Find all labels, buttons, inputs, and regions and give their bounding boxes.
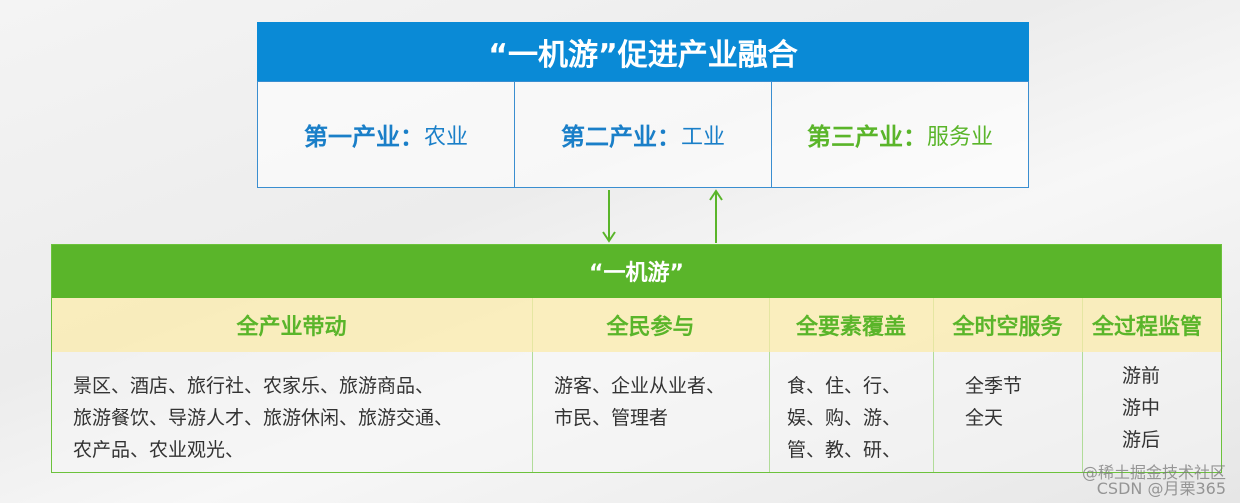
body-line: 市民、管理者 <box>554 407 669 429</box>
body-line: 景区、酒店、旅行社、农家乐、旅游商品、 <box>73 375 435 397</box>
body-line: 全季节 <box>965 375 1023 397</box>
body-line: 游前 <box>1122 365 1161 387</box>
column-header: 全要素覆盖 <box>769 298 934 352</box>
industry-value: 服务业 <box>926 124 993 150</box>
column-body: 全季节 全天 <box>933 352 1083 473</box>
industry-secondary: 第二产业：工业 <box>514 81 772 188</box>
industry-label: 第三产业： <box>806 123 927 151</box>
column-header: 全时空服务 <box>933 298 1083 352</box>
industry-value: 工业 <box>680 124 725 150</box>
body-line: 旅游餐饮、导游人才、旅游休闲、旅游交通、 <box>73 407 454 429</box>
diagram-title: “一机游”促进产业融合 <box>257 22 1029 81</box>
column-header: 全过程监管 <box>1082 298 1222 352</box>
watermark-line: @稀土掘金技术社区 <box>1081 463 1226 482</box>
industry-label: 第二产业： <box>560 123 681 151</box>
industry-tertiary: 第三产业：服务业 <box>771 81 1029 188</box>
body-line: 食、住、行、 <box>787 375 902 397</box>
column-header: 全民参与 <box>532 298 770 352</box>
column-body: 游前 游中 游后 <box>1082 352 1222 473</box>
body-line: 游中 <box>1122 397 1161 419</box>
industry-label: 第一产业： <box>303 123 424 151</box>
column-body: 景区、酒店、旅行社、农家乐、旅游商品、 旅游餐饮、导游人才、旅游休闲、旅游交通、… <box>51 352 533 473</box>
center-title: “一机游” <box>51 244 1222 298</box>
body-line: 全天 <box>965 407 1004 429</box>
column-body: 食、住、行、 娱、购、游、 管、教、研、 <box>769 352 934 473</box>
column-header: 全产业带动 <box>51 298 533 352</box>
column-body: 游客、企业从业者、 市民、管理者 <box>532 352 770 473</box>
body-line: 娱、购、游、 <box>787 407 902 429</box>
body-line: 管、教、研、 <box>787 439 902 461</box>
body-line: 游后 <box>1122 429 1161 451</box>
watermark-line: CSDN @月栗365 <box>1096 479 1226 498</box>
body-line: 农产品、农业观光、 <box>73 439 245 461</box>
watermark: @稀土掘金技术社区 CSDN @月栗365 <box>1082 465 1226 497</box>
industry-value: 农业 <box>423 124 468 150</box>
industry-primary: 第一产业：农业 <box>257 81 515 188</box>
body-line: 游客、企业从业者、 <box>554 375 726 397</box>
